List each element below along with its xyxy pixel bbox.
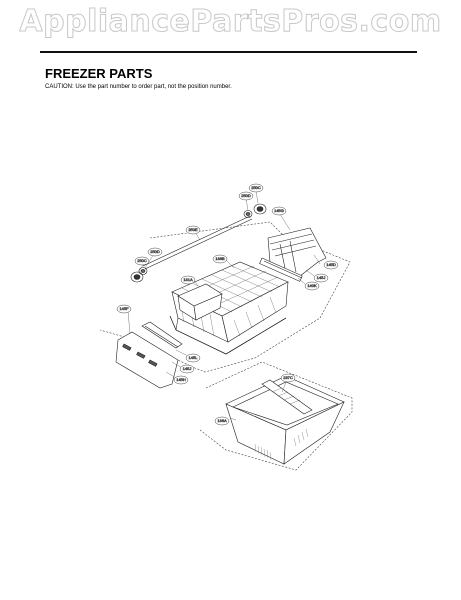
callout-136b: 136B (212, 254, 228, 264)
page-title: FREEZER PARTS (45, 66, 153, 81)
callout-labels: 250C 250D 145G 250E 250D 250C 136B 131A (116, 183, 339, 426)
lower-freezer-basket (225, 375, 345, 465)
svg-text:131A: 131A (183, 277, 193, 282)
roller-part-left (130, 267, 148, 283)
svg-text:145J: 145J (317, 275, 326, 280)
lower-basket-outline (199, 361, 353, 471)
callout-237c: 237C (280, 373, 296, 383)
caution-note: CAUTION: Use the part number to order pa… (45, 84, 232, 90)
callout-250e: 250E (185, 225, 201, 235)
svg-text:237C: 237C (283, 375, 293, 380)
header-divider (40, 51, 417, 53)
callout-145f: 145F (116, 304, 132, 314)
svg-text:250D: 250D (241, 193, 251, 198)
svg-text:145G: 145G (274, 208, 284, 213)
svg-text:136B: 136B (215, 256, 225, 261)
callout-250c: 250C (248, 183, 264, 193)
callout-145d: 145D (323, 260, 339, 270)
svg-text:140K: 140K (307, 283, 317, 288)
callout-136a: 136A (214, 416, 230, 426)
upper-assembly-outline (99, 221, 351, 373)
callout-145j: 145J (313, 273, 329, 283)
callout-145g: 145G (271, 206, 287, 216)
svg-text:250D: 250D (150, 249, 160, 254)
callout-145h: 145H (173, 375, 189, 385)
callout-140k: 140K (304, 281, 320, 291)
callout-leaders (127, 190, 321, 421)
callout-250c-left: 250C (134, 256, 150, 266)
svg-text:145J: 145J (183, 366, 192, 371)
svg-text:250E: 250E (188, 227, 198, 232)
roller-part-top (243, 203, 267, 218)
svg-text:145L: 145L (189, 355, 199, 360)
rail-shaft-part (142, 215, 253, 270)
callout-250d-top: 250D (238, 191, 254, 201)
svg-text:145F: 145F (119, 306, 129, 311)
callout-250d-left: 250D (147, 247, 163, 257)
right-rail-assembly (259, 227, 327, 282)
callout-145l: 145L (185, 353, 201, 363)
small-bin (177, 283, 223, 321)
left-rail-assembly (115, 321, 183, 389)
svg-text:250C: 250C (251, 185, 261, 190)
svg-text:136A: 136A (217, 418, 227, 423)
site-watermark: AppliancePartsPros.com (19, 4, 442, 40)
svg-text:145H: 145H (176, 377, 186, 382)
basket-divider (261, 379, 313, 415)
callout-145j-lower: 145J (179, 364, 195, 374)
svg-text:145D: 145D (326, 262, 336, 267)
svg-text:250C: 250C (137, 258, 147, 263)
callout-131a: 131A (180, 275, 196, 285)
